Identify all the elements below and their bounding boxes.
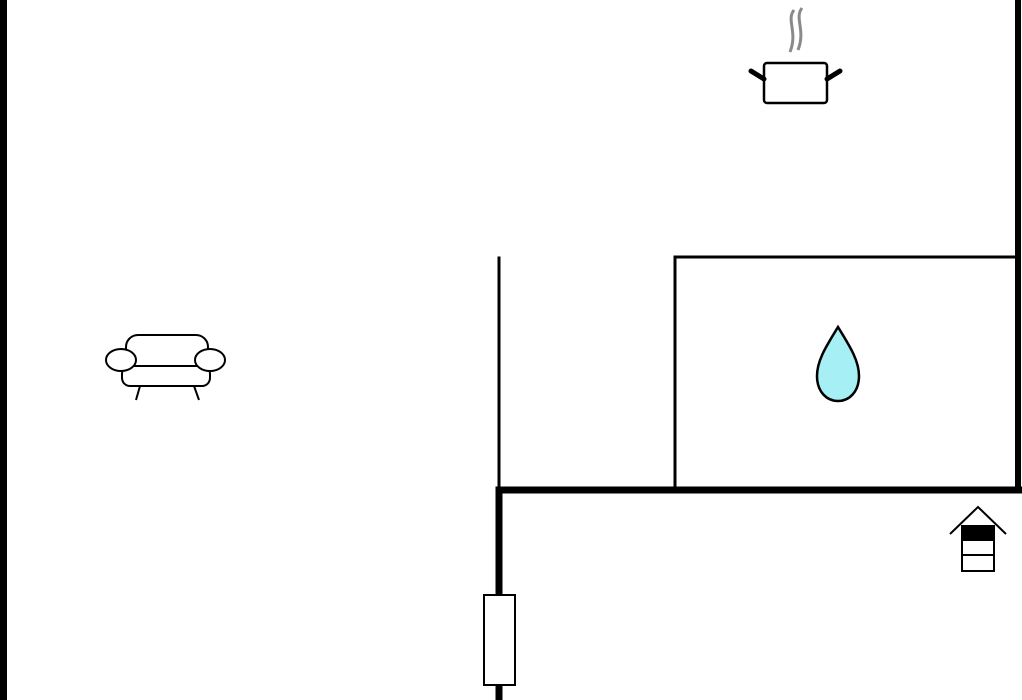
water-drop-icon (815, 324, 861, 403)
sofa-leg-left (135, 385, 141, 401)
cooking-pot-icon (748, 7, 843, 105)
sofa-arm-right (194, 348, 226, 372)
bathroom-outline (673, 255, 1020, 492)
sofa-icon (105, 334, 226, 401)
sofa-arm-left (105, 348, 137, 372)
steam-line-right (796, 7, 804, 51)
pot-body (762, 61, 829, 105)
door-icon (483, 594, 516, 686)
entrance-icon (949, 505, 1007, 572)
entrance-roof (949, 505, 1007, 535)
steam-line-left (788, 9, 796, 53)
entrance-door-top-panel (961, 525, 995, 541)
sofa-seat (121, 365, 211, 387)
sofa-leg-right (193, 385, 200, 401)
pot-handle-right (824, 68, 843, 82)
pot-handle-left (748, 68, 767, 82)
